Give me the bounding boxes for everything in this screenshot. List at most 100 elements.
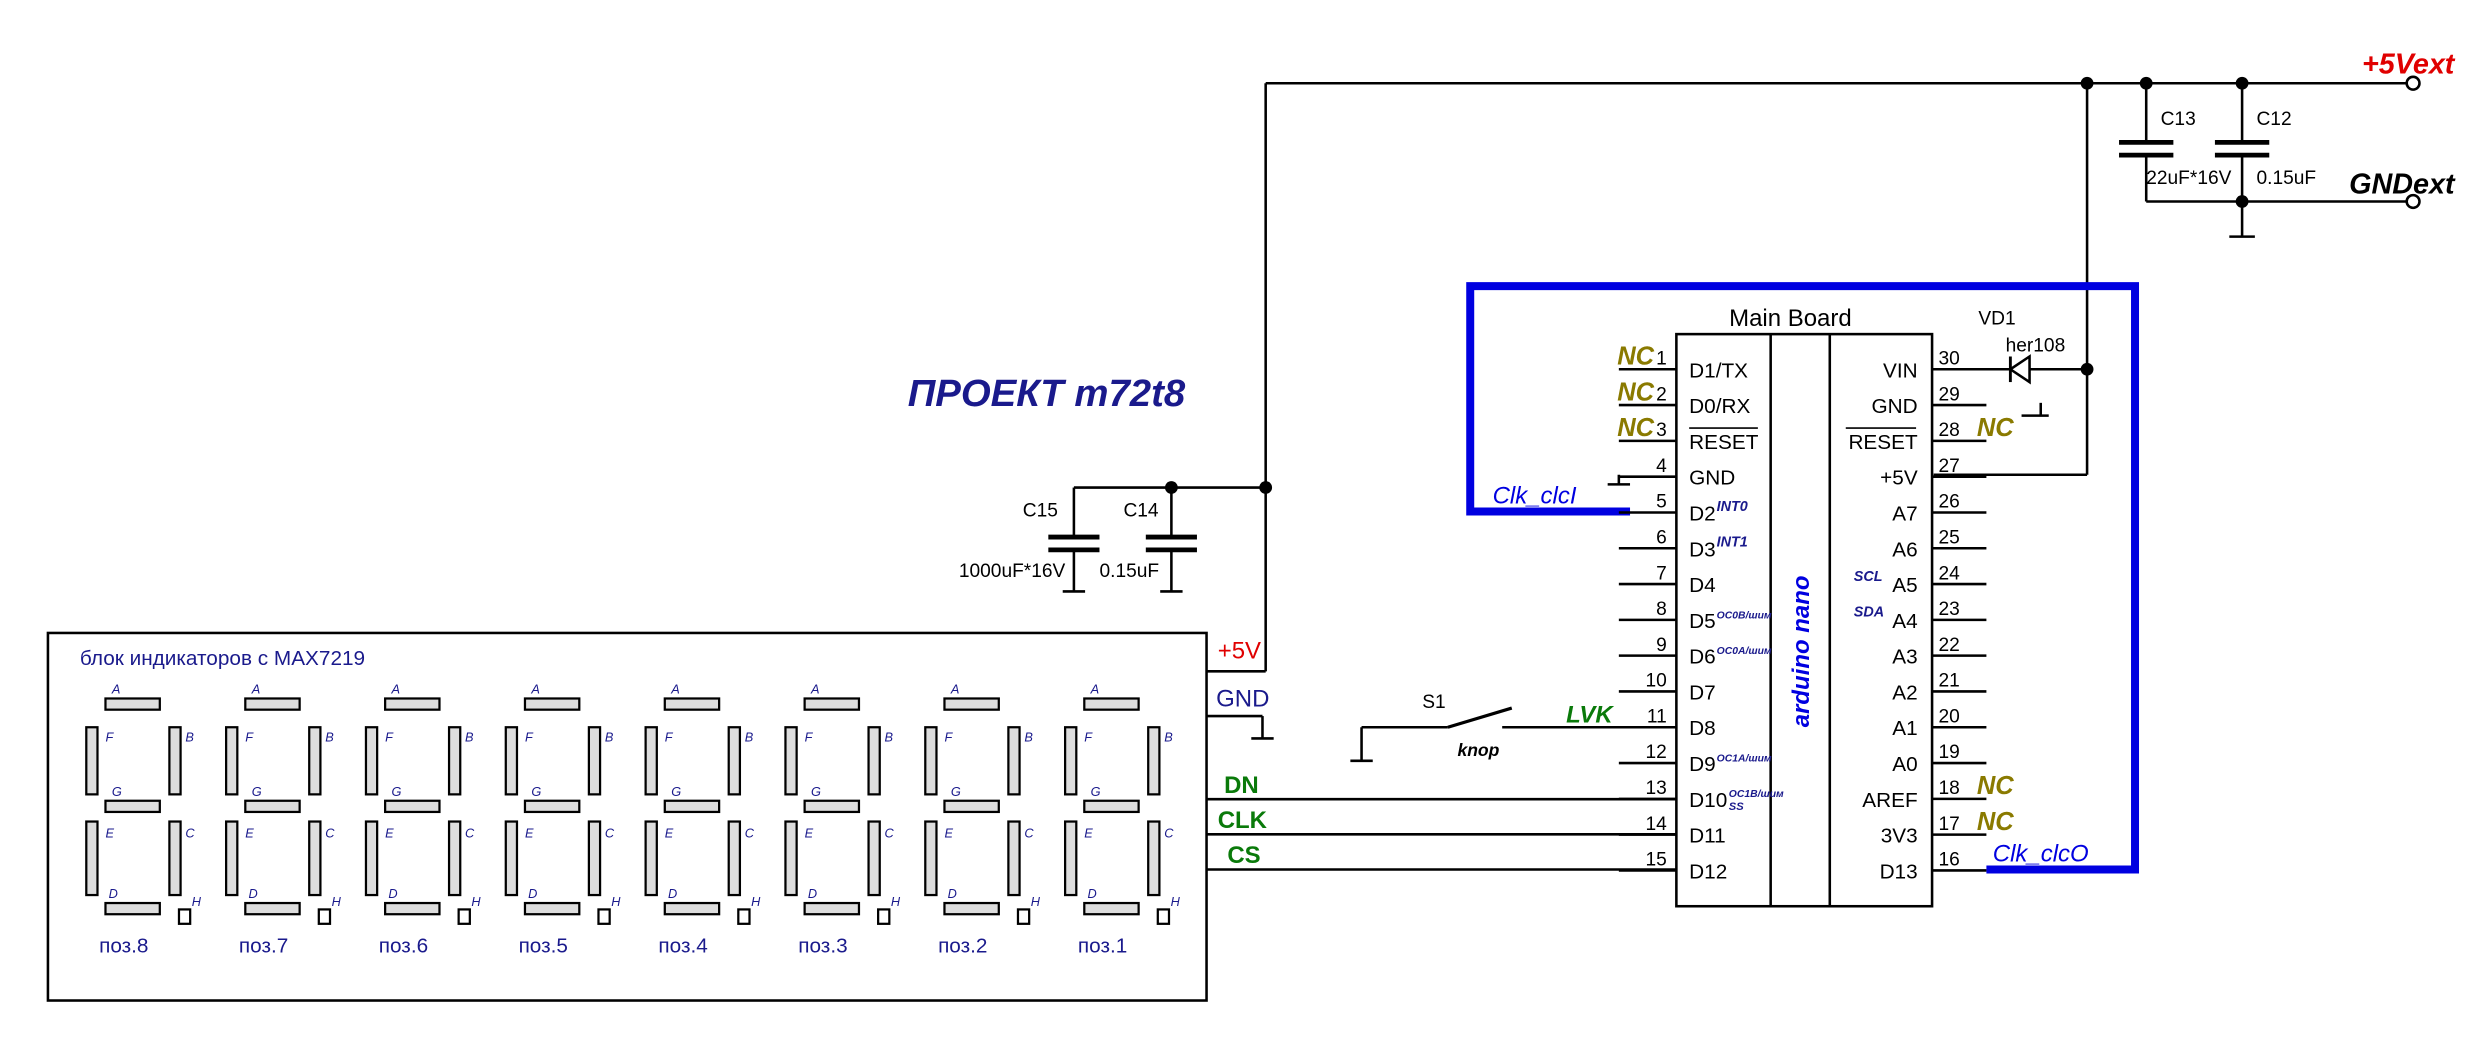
pin-name: GND [1689,467,1735,490]
segment-letter: D [1087,886,1096,901]
segment-letter: A [391,682,401,697]
segment-letter: H [751,894,761,909]
pin-name: D10 [1689,789,1727,812]
segment-letter: A [950,682,960,697]
segment-e [644,820,658,897]
clk-in-label: Clk_clcI [1493,483,1577,510]
segment-d [943,901,1000,916]
segment-e [924,820,938,897]
pin-number: 24 [1938,563,1960,584]
segment-letter: B [745,730,754,745]
pin-number: 10 [1645,671,1666,692]
display-vcc-label: +5V [1218,638,1261,665]
board-outline [1466,282,2140,874]
position-label: поз.6 [379,935,428,958]
segment-e [784,820,798,897]
pin-name: D1/TX [1689,359,1748,382]
pin-name: D0/RX [1689,395,1750,418]
pin-number: 6 [1656,527,1667,548]
segment-letter: C [1164,826,1174,841]
pin-name: A6 [1892,538,1917,561]
segment-e [225,820,239,897]
segment-letter: D [808,886,817,901]
segment-letter: E [385,826,394,841]
segment-letter: D [388,886,397,901]
segment-c [168,820,182,897]
segment-letter: E [525,826,534,841]
pin-number: 2 [1656,384,1667,405]
segment-letter: E [1084,826,1093,841]
pin-number: 1 [1656,348,1667,369]
segment-letter: B [465,730,474,745]
pin-name: A5 [1892,574,1917,597]
pin-alt-function: SDA [1854,605,1884,621]
segment-letter: C [325,826,335,841]
pin-name: D11 [1689,825,1726,848]
segment-letter: E [805,826,814,841]
segment-e [504,820,519,897]
segment-letter: H [611,894,621,909]
c14-value: 0.15uF [1099,561,1159,582]
segment-b [1147,726,1161,796]
pin-name: VIN [1883,359,1918,382]
pin-number: 21 [1938,671,1959,692]
c13-value: 22uF*16V [2146,168,2231,189]
segment-h [597,908,611,925]
segment-letter: F [805,730,814,745]
pin-number: 17 [1938,814,1959,835]
segment-b [308,726,322,796]
segment-h [457,908,471,925]
pin-name: D13 [1880,860,1918,883]
segment-letter: E [665,826,674,841]
pin-number: 29 [1938,384,1959,405]
segment-d [803,901,861,916]
segment-c [1147,820,1161,897]
display-title: блок индикаторов с MAX7219 [80,647,365,670]
segment-letter: F [385,730,394,745]
segment-letter: B [1164,730,1173,745]
position-label: поз.8 [99,935,148,958]
segment-h [317,908,332,925]
segment-a [943,697,1000,711]
pin-alt-function: OC1B/шим [1729,789,1784,800]
segment-letter: G [671,784,681,799]
power-rail: +5Vext [1073,49,2456,672]
project-title: ПРОЕКТ m72t8 [908,372,1186,415]
segment-f [364,726,379,796]
segment-b [447,726,462,796]
pin-name: D12 [1689,860,1727,883]
pin-name: A3 [1892,646,1917,669]
segment-g [104,799,161,814]
pin-number: 13 [1645,778,1666,799]
module-name: arduino nano [1788,575,1815,727]
segment-letter: G [951,784,961,799]
pin-name: AREF [1862,789,1917,812]
segment-letter: A [1090,682,1100,697]
segment-letter: F [245,730,254,745]
segment-letter: C [185,826,195,841]
pin-number: 14 [1645,814,1667,835]
capacitor-c15: C15 1000uF*16V [959,487,1100,593]
s1-label: knop [1457,740,1499,760]
pin-alt-function: OC1A/шим [1717,753,1772,764]
position-label: поз.5 [519,935,568,958]
segment-e [85,820,99,897]
switch-s1[interactable]: S1 knop LVK [1350,692,1677,763]
gnd-ext-rail: GNDext [2146,168,2456,238]
segment-f [644,726,658,796]
segment-letter: D [249,886,258,901]
pin-alt-function: OC0A/шим [1717,646,1772,657]
segment-letter: F [665,730,674,745]
segment-h [877,908,891,925]
pin-number: 4 [1656,456,1667,477]
